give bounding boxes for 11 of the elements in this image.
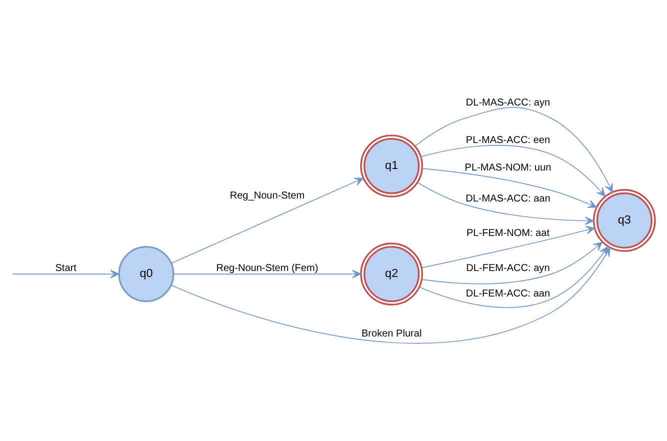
edge-label: Reg_Noun-Stem [230,190,305,202]
edge-label: Broken Plural [361,328,422,340]
edge-label: PL-MAS-NOM: uun [464,162,552,174]
edge-label: Reg-Noun-Stem (Fem) [216,263,318,274]
edge-label: Start [55,263,76,274]
edge-label: PL-MAS-ACC: een [466,135,550,146]
edge-label: DL-FEM-ACC: ayn [466,263,550,274]
edge-label: DL-MAS-ACC: ayn [466,97,550,108]
edge-label: DL-FEM-ACC: aan [466,288,550,300]
edge-label: DL-MAS-ACC: aan [466,194,550,205]
edge-label: PL-FEM-NOM: aat [466,228,550,240]
